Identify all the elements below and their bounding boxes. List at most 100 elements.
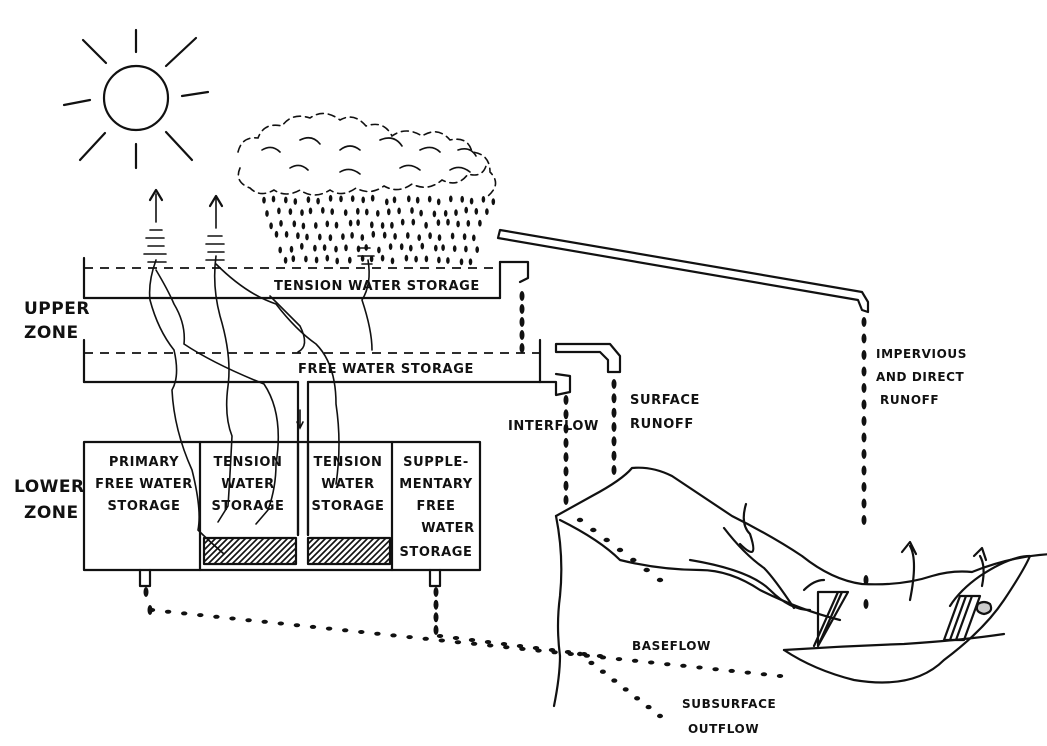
hatch-line [225,537,253,565]
raindrop [316,197,320,205]
hatch-line [347,537,375,565]
raindrop [427,195,432,203]
hatch-line [207,537,235,565]
svg-text:SURFACE: SURFACE [630,393,700,408]
raindrop [370,194,375,202]
lower-zone-label: LOWER ZONE [14,477,85,523]
raindrop [321,207,325,214]
raindrop [306,196,311,204]
upper-zone-label: UPPER ZONE [24,299,90,343]
hatch-line [203,537,217,551]
raindrop [335,257,340,265]
primary-free-water-label: PRIMARY FREE WATER STORAGE [95,455,193,514]
raindrop [414,255,418,263]
raindrop [400,218,405,226]
raindrop [344,244,348,252]
hatch-line [273,541,297,565]
supplementary-outlet-drops [433,587,439,635]
raindrop [278,246,283,254]
flow-paths [143,291,869,719]
raindrop [397,207,401,215]
hatch-line [267,537,295,565]
hatch-line [255,537,283,565]
raindrop [361,196,366,204]
raindrop [407,195,411,203]
svg-text:WATER: WATER [421,521,475,536]
roots-icon [148,255,373,555]
raindrop [279,220,283,227]
raindrop [437,234,442,242]
raindrop [348,219,353,227]
raindrop [390,221,394,229]
hatch-line [341,537,369,565]
hillslope-drops [576,517,664,583]
upper-zone-box [82,256,622,537]
raindrop [289,245,294,253]
raindrop [415,196,420,204]
hatch-line [329,537,357,565]
surface-runoff-drops [611,379,617,475]
svg-text:OUTFLOW: OUTFLOW [688,722,759,736]
raindrop [277,207,281,215]
raindrop [420,242,425,250]
supplementary-free-water-label: SUPPLE- MENTARY FREE WATER STORAGE [399,455,475,560]
svg-text:TENSION: TENSION [314,455,383,470]
raindrop [262,196,266,204]
svg-text:RUNOFF: RUNOFF [880,393,939,407]
raindrop [380,254,385,262]
raindrop [334,245,338,253]
raindrop [390,257,395,265]
raindrop [325,220,330,228]
raindrop [456,220,460,228]
raindrop [301,222,306,230]
hatch-line [371,545,391,565]
raindrop [382,231,387,239]
raindrop [343,209,348,217]
tension-water-1-label: TENSION WATER STORAGE [211,455,284,514]
raindrop [291,255,296,263]
lower-zone-box [82,440,482,588]
raindrop [341,233,345,241]
raindrop [371,230,376,238]
raindrop [460,195,465,203]
hatch-line [213,537,241,565]
raindrop [399,243,404,251]
raindrop [313,244,317,252]
raindrop [417,234,422,242]
raindrop [330,208,335,216]
svg-text:ZONE: ZONE [24,503,79,523]
svg-text:STORAGE: STORAGE [211,499,284,514]
svg-text:FREE WATER: FREE WATER [95,477,193,492]
raindrop [350,195,355,203]
raindrop [466,220,471,227]
hatch-line [365,539,391,565]
surface-runoff-label: SURFACE RUNOFF [630,393,700,432]
hatch-line [231,537,259,565]
sun-icon [62,28,210,170]
raindrop [293,198,298,205]
raindrop [284,196,288,204]
raindrop [491,198,496,206]
raindrop [428,232,432,240]
raindrop [446,257,450,264]
svg-text:UPPER: UPPER [24,299,90,319]
raindrop [406,232,410,239]
raindrop [339,195,343,203]
raindrop [485,208,489,216]
raindrop [478,219,482,227]
hatch-line [279,547,297,565]
raindrop [436,219,441,227]
raindrop [314,256,319,264]
svg-text:RUNOFF: RUNOFF [630,417,694,432]
raindrop [304,255,308,263]
evapotranspiration-icon [143,188,375,265]
raindrop [334,221,339,229]
raindrop [436,198,441,206]
svg-text:LOWER: LOWER [14,477,85,497]
hatch-line [285,553,297,565]
raindrop [356,219,360,227]
tension-water-2-label: TENSION WATER STORAGE [311,455,384,514]
raindrop [424,255,429,263]
raindrop [449,195,453,203]
